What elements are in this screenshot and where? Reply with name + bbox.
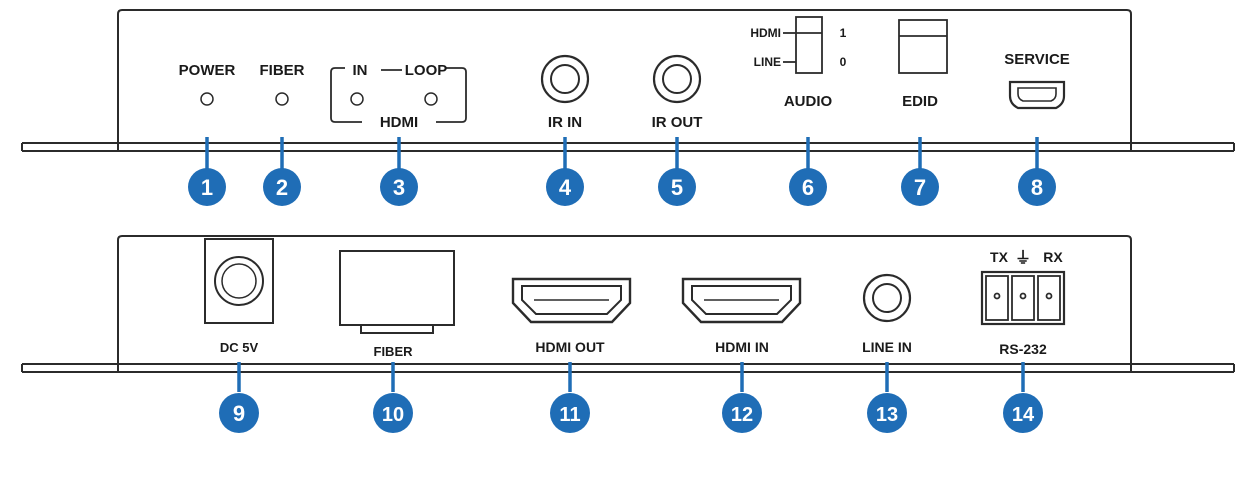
fiber-label-front: FIBER — [260, 62, 305, 79]
rs232-tx-label: TX — [990, 249, 1009, 265]
callout-1-number: 1 — [201, 175, 213, 200]
hdmi-out-port — [511, 277, 632, 324]
callout-11-number: 11 — [559, 404, 580, 426]
callout-14-number: 14 — [1012, 404, 1035, 426]
edid-label: EDID — [902, 93, 938, 110]
service-usb-port — [1008, 80, 1066, 110]
callout-11: 11 — [550, 393, 590, 433]
audio-switch — [783, 16, 823, 74]
callout-4: 4 — [546, 168, 584, 206]
callout-8: 8 — [1018, 168, 1056, 206]
callout-9: 9 — [219, 393, 259, 433]
callout-4-number: 4 — [559, 175, 572, 200]
callout-1: 1 — [188, 168, 226, 206]
callout-13: 13 — [867, 393, 907, 433]
ir-out-jack — [652, 54, 702, 104]
ir-in-label: IR IN — [548, 114, 582, 131]
ir-out-label: IR OUT — [652, 114, 703, 131]
callout-2: 2 — [263, 168, 301, 206]
power-label: POWER — [179, 62, 236, 79]
callout-6-number: 6 — [802, 175, 814, 200]
callout-13-number: 13 — [876, 404, 898, 426]
edid-switch — [898, 19, 948, 74]
callout-3: 3 — [380, 168, 418, 206]
service-label: SERVICE — [1004, 51, 1070, 68]
rear-panel — [21, 235, 1235, 373]
callout-3-number: 3 — [393, 175, 405, 200]
callout-10: 10 — [373, 393, 413, 433]
hdmi-in-label-rear: HDMI IN — [715, 339, 769, 355]
audio-hdmi-label: HDMI — [750, 26, 781, 40]
fiber-label-rear: FIBER — [374, 344, 414, 359]
power-led — [200, 92, 214, 106]
audio-pos0-label: 0 — [840, 55, 847, 69]
dc-5v-jack — [204, 238, 274, 324]
hdmi-out-label: HDMI OUT — [535, 339, 605, 355]
hdmi-in-led — [350, 92, 364, 106]
rs232-terminal-block — [980, 270, 1066, 326]
hdmi-loop-led-label: LOOP — [405, 62, 448, 79]
callout-9-number: 9 — [233, 401, 245, 426]
front-callout-leaders — [205, 137, 1039, 170]
ground-icon: ⏚ — [1015, 249, 1031, 267]
audio-pos1-label: 1 — [840, 26, 847, 40]
hdmi-loop-led — [424, 92, 438, 106]
rs232-rx-label: RX — [1043, 249, 1063, 265]
rs232-label: RS-232 — [999, 341, 1047, 357]
callout-12-number: 12 — [731, 404, 753, 426]
hdmi-group-label: HDMI — [380, 114, 418, 131]
hdmi-in-led-label: IN — [353, 62, 368, 79]
line-in-jack — [862, 273, 912, 323]
callout-8-number: 8 — [1031, 175, 1043, 200]
callout-5: 5 — [658, 168, 696, 206]
audio-line-label: LINE — [754, 55, 781, 69]
callout-12: 12 — [722, 393, 762, 433]
audio-label: AUDIO — [784, 93, 833, 110]
dc-5v-label: DC 5V — [220, 340, 259, 355]
callout-7: 7 — [901, 168, 939, 206]
fiber-led — [275, 92, 289, 106]
rear-callout-leaders — [237, 362, 1025, 392]
callout-7-number: 7 — [914, 175, 926, 200]
front-panel — [21, 9, 1235, 152]
callout-6: 6 — [789, 168, 827, 206]
ir-in-jack — [540, 54, 590, 104]
callout-5-number: 5 — [671, 175, 683, 200]
callout-2-number: 2 — [276, 175, 288, 200]
line-in-label: LINE IN — [862, 339, 912, 355]
fiber-port — [339, 250, 455, 334]
hdmi-in-port — [681, 277, 802, 324]
callout-14: 14 — [1003, 393, 1043, 433]
hdmi-led-group-bracket — [330, 67, 467, 123]
callout-10-number: 10 — [382, 404, 404, 426]
